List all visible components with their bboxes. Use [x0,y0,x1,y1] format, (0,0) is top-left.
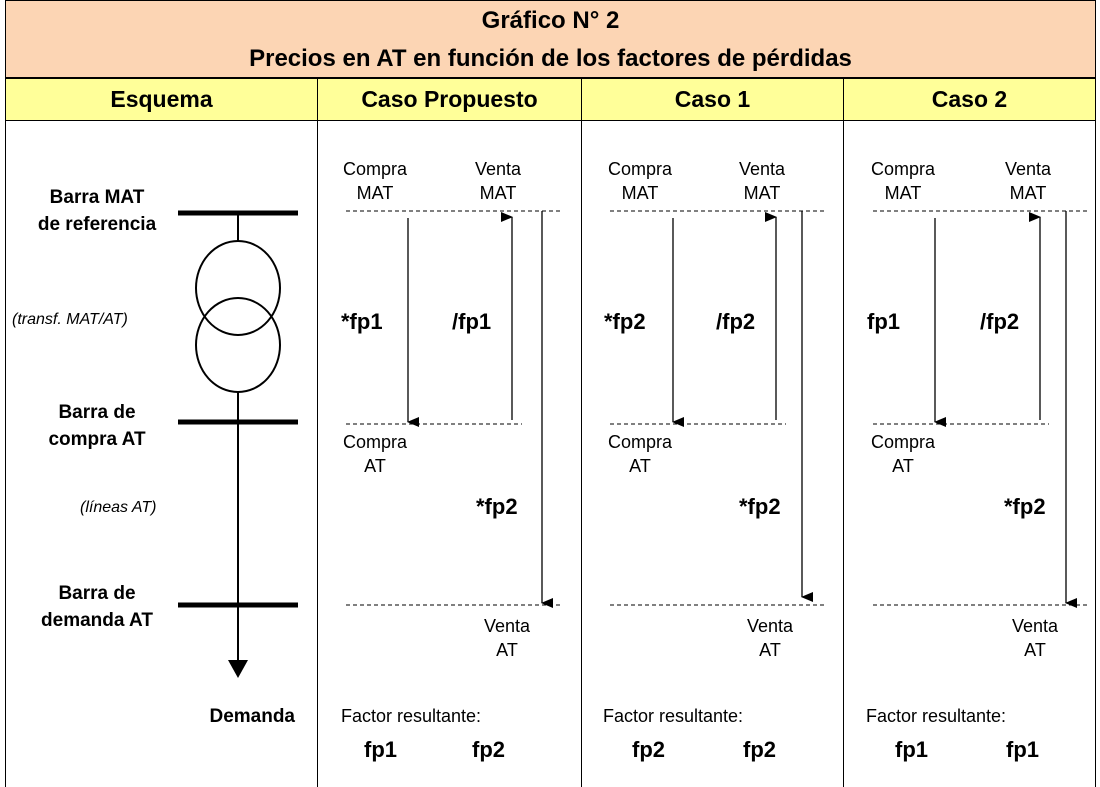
label-transf: (transf. MAT/AT) [12,311,128,328]
case-propuesto-graphics [346,210,563,608]
venta-text: Venta [474,159,522,179]
column-divider [581,121,582,787]
mat-text: MAT [621,183,659,203]
factor-down: *fp2 [1004,494,1046,519]
result-a: fp1 [364,737,397,762]
label-compra-at: compra AT [48,429,146,450]
at-text: AT [1024,640,1046,660]
factor-up-right: /fp1 [452,309,492,334]
column-divider [317,121,318,787]
demand-arrow-icon [228,660,248,678]
venta-at-label: Venta AT [725,614,815,662]
title-line-1: Gráfico N° 2 [481,7,620,34]
mat-text: MAT [1009,183,1047,203]
result-a: fp1 [895,737,928,762]
case-2-graphics [873,210,1090,608]
venta-text: Venta [746,616,794,636]
factor-up-right: /fp2 [980,309,1020,334]
venta-text: Venta [1004,159,1052,179]
factor-up-left: fp1 [867,309,900,334]
compra-text: Compra [607,159,673,179]
case-1-graphics [610,210,827,606]
result-a: fp2 [632,737,665,762]
compra-mat-label: Compra MAT [330,157,420,205]
venta-mat-label: Venta MAT [453,157,543,205]
factor-resultante-label: Factor resultante: [603,706,744,726]
schematic [178,210,298,678]
factor-resultante-label: Factor resultante: [341,706,482,726]
result-b: fp2 [743,737,776,762]
transformer-coil-upper [195,240,281,336]
compra-mat-label: Compra MAT [858,157,948,205]
compra-text: Compra [342,159,408,179]
at-text: AT [629,456,651,476]
result-b: fp2 [472,737,505,762]
mat-text: MAT [743,183,781,203]
mat-text: MAT [356,183,394,203]
column-divider [843,121,844,787]
label-barra-de: Barra de [58,402,136,423]
venta-at-label: Venta AT [990,614,1080,662]
venta-mat-label: Venta MAT [717,157,807,205]
venta-text: Venta [1011,616,1059,636]
mat-text: MAT [884,183,922,203]
title-line-2: Precios en AT en función de los factores… [249,45,852,72]
label-barra-de: Barra de [58,583,136,604]
factor-down: *fp2 [476,494,518,519]
at-text: AT [759,640,781,660]
transformer-coil-lower [195,297,281,393]
factor-resultante-label: Factor resultante: [866,706,1007,726]
factor-up-left: *fp1 [341,309,383,334]
label-barra-mat: Barra MAT [49,187,145,208]
label-lineas-at: (líneas AT) [80,499,157,516]
compra-text: Compra [342,432,408,452]
label-demanda-at: demanda AT [41,610,153,631]
compra-mat-label: Compra MAT [595,157,685,205]
header-esquema: Esquema [5,78,318,121]
label-demanda: Demanda [209,706,295,727]
factor-up-right: /fp2 [716,309,756,334]
result-b: fp1 [1006,737,1039,762]
at-text: AT [364,456,386,476]
header-caso-propuesto: Caso Propuesto [317,78,582,121]
compra-text: Compra [870,159,936,179]
venta-at-label: Venta AT [462,614,552,662]
column-divider [1095,121,1096,787]
compra-at-label: Compra AT [330,430,420,478]
header-caso-2: Caso 2 [843,78,1096,121]
factor-down: *fp2 [739,494,781,519]
title-band: Gráfico N° 2 Precios en AT en función de… [5,0,1096,78]
factor-up-left: *fp2 [604,309,646,334]
venta-text: Venta [483,616,531,636]
venta-text: Venta [738,159,786,179]
compra-text: Compra [870,432,936,452]
at-text: AT [892,456,914,476]
column-divider [5,121,6,787]
at-text: AT [496,640,518,660]
mat-text: MAT [479,183,517,203]
venta-mat-label: Venta MAT [983,157,1073,205]
header-caso-1: Caso 1 [581,78,844,121]
label-de-referencia: de referencia [37,214,157,235]
compra-at-label: Compra AT [858,430,948,478]
compra-text: Compra [607,432,673,452]
compra-at-label: Compra AT [595,430,685,478]
